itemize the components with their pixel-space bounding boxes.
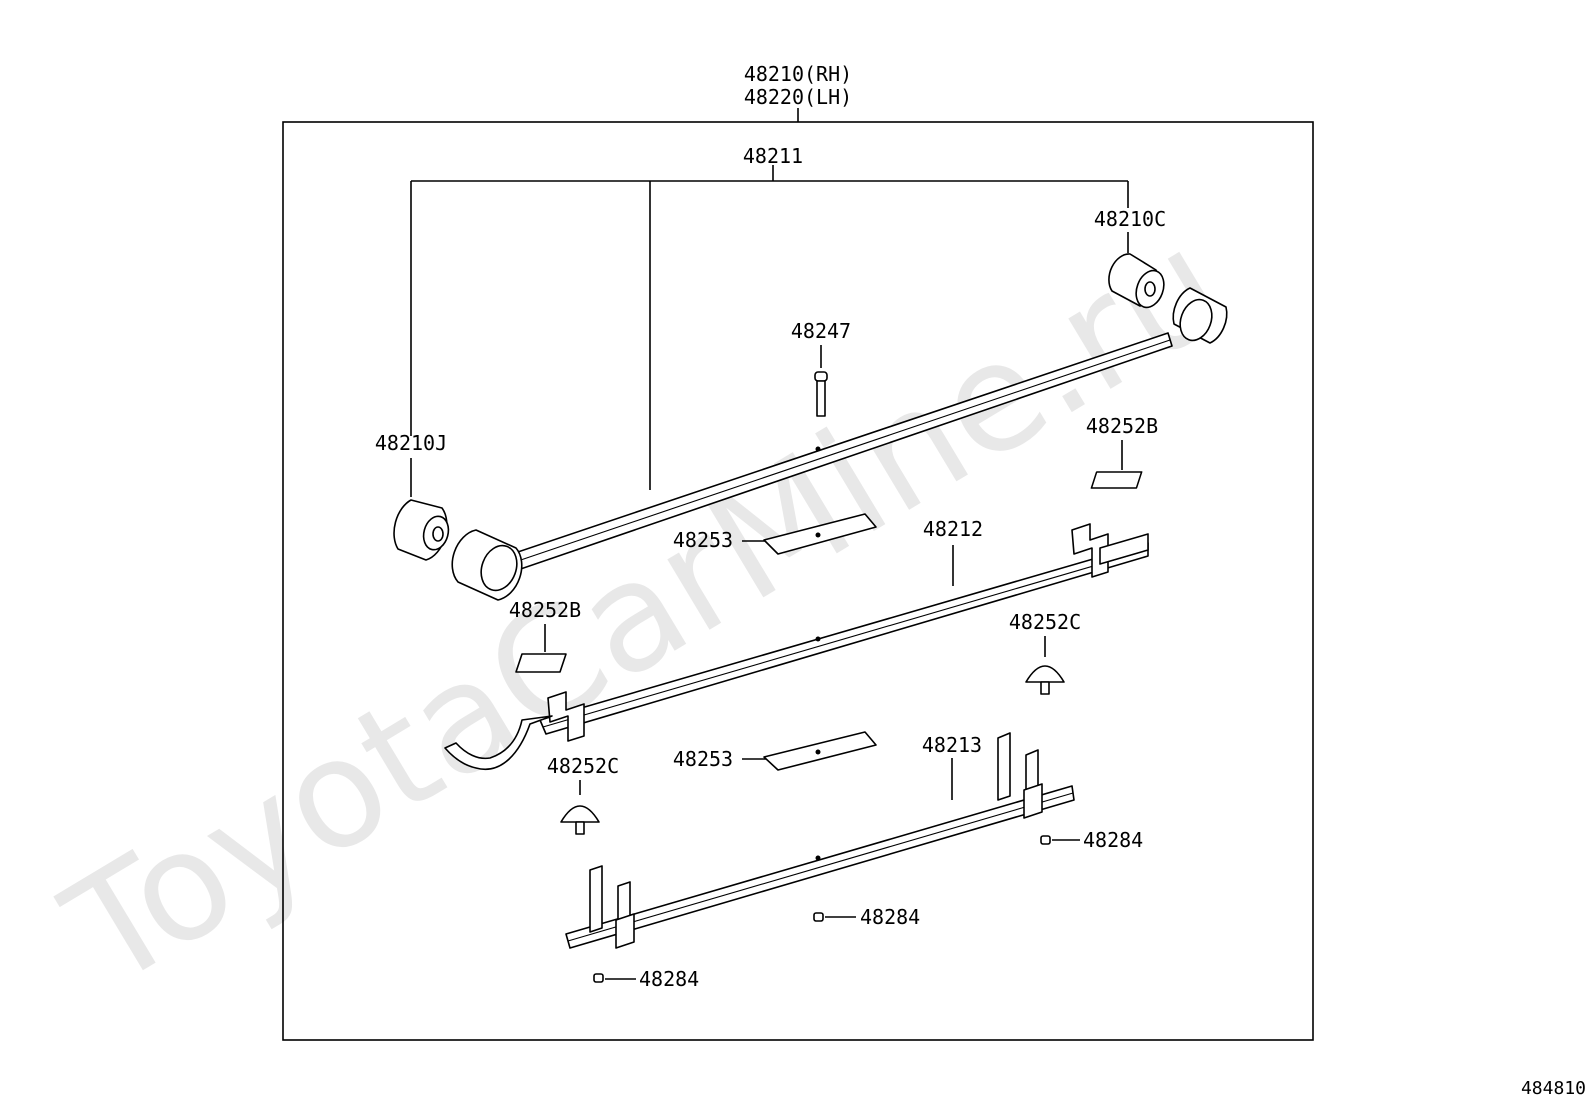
callout-48210j: 48210J — [375, 431, 447, 455]
rivet-48284-left — [593, 973, 636, 983]
callout-48252b-left: 48252B — [509, 598, 581, 622]
callout-48247: 48247 — [791, 319, 851, 343]
bushing-48210j — [393, 499, 450, 561]
callout-48252c-right: 48252C — [1009, 610, 1081, 634]
callout-48210-rh: 48210(RH) — [744, 62, 852, 86]
rivet-48284-right — [1040, 835, 1080, 845]
callout-48284-center: 48284 — [860, 905, 920, 929]
callout-48284-left: 48284 — [639, 967, 699, 991]
main-leaf-leaders — [410, 165, 1129, 497]
rivet-48284-center — [813, 912, 856, 922]
pad-48252b-top — [1090, 440, 1143, 489]
bushing-48210c — [1108, 253, 1165, 309]
bumper-48252c-right — [1025, 636, 1065, 695]
leaf-48212 — [444, 523, 1149, 771]
callout-48213: 48213 — [922, 733, 982, 757]
main-leaf-eye-rear — [451, 529, 523, 601]
callout-48210c: 48210C — [1094, 207, 1166, 231]
center-bolt-48247 — [814, 345, 828, 417]
callout-48220-lh: 48220(LH) — [744, 85, 852, 109]
callout-48252b-top: 48252B — [1086, 414, 1158, 438]
bumper-48252c-left — [560, 780, 600, 835]
callout-48253-lower: 48253 — [673, 747, 733, 771]
callout-48253-upper: 48253 — [673, 528, 733, 552]
callout-48211: 48211 — [743, 144, 803, 168]
pad-48252b-left — [515, 624, 567, 673]
callout-48252c-left: 48252C — [547, 754, 619, 778]
insert-48253-lower — [742, 731, 877, 771]
leaf-48213 — [565, 732, 1075, 949]
callout-48212: 48212 — [923, 517, 983, 541]
callout-48284-right: 48284 — [1083, 828, 1143, 852]
figure-id: 484810 — [1521, 1078, 1586, 1099]
insert-48253-upper — [742, 513, 877, 555]
